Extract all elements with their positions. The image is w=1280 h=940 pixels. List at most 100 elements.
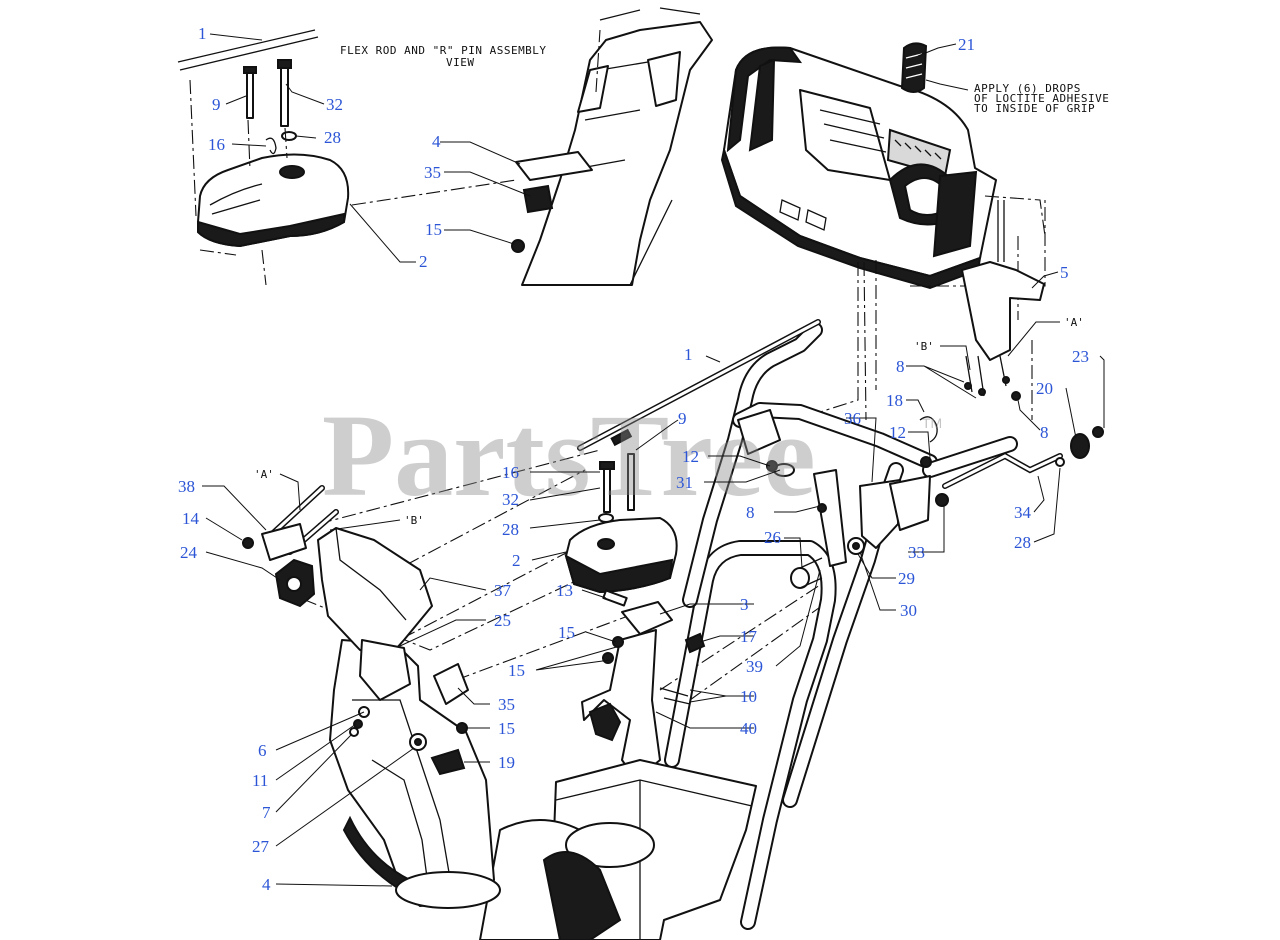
callout-8-b[interactable]: 8 bbox=[1040, 423, 1049, 442]
spring-18[interactable] bbox=[919, 416, 938, 443]
chute-deflector-37[interactable] bbox=[317, 527, 433, 661]
bracket-4-inset[interactable] bbox=[515, 151, 593, 181]
washer-28-right[interactable] bbox=[1055, 457, 1065, 467]
ref-a-left: 'A' bbox=[254, 468, 274, 481]
callout-31[interactable]: 31 bbox=[676, 473, 693, 492]
chute-tower-inset bbox=[521, 21, 713, 286]
bolt-8-right[interactable] bbox=[1011, 391, 1021, 401]
plate-19[interactable] bbox=[430, 748, 466, 776]
nut-33[interactable] bbox=[935, 493, 949, 507]
r-pin-16-inset[interactable] bbox=[265, 137, 277, 155]
grip-21[interactable] bbox=[900, 42, 928, 93]
callout-15-b[interactable]: 15 bbox=[508, 661, 525, 680]
callout-9-inset[interactable]: 9 bbox=[212, 95, 221, 114]
bracket-29[interactable] bbox=[889, 475, 931, 531]
callout-35[interactable]: 35 bbox=[498, 695, 515, 714]
callout-18[interactable]: 18 bbox=[886, 391, 903, 410]
callout-25[interactable]: 25 bbox=[494, 611, 511, 630]
callout-30[interactable]: 30 bbox=[900, 601, 917, 620]
watermark-text: PartsTree bbox=[322, 390, 816, 521]
clip-35-inset[interactable] bbox=[522, 184, 554, 214]
bolt-9[interactable] bbox=[627, 453, 635, 511]
callout-12-b[interactable]: 12 bbox=[682, 447, 699, 466]
callout-29[interactable]: 29 bbox=[898, 569, 915, 588]
callout-15-inset[interactable]: 15 bbox=[425, 220, 442, 239]
callout-36[interactable]: 36 bbox=[844, 409, 861, 428]
callout-26[interactable]: 26 bbox=[764, 528, 781, 547]
callout-12-a[interactable]: 12 bbox=[889, 423, 906, 442]
callout-32[interactable]: 32 bbox=[502, 490, 519, 509]
callout-21[interactable]: 21 bbox=[958, 35, 975, 54]
leader-lines bbox=[202, 33, 1105, 887]
handle-bracket-left[interactable] bbox=[737, 409, 781, 455]
crank-knob-20[interactable] bbox=[1070, 433, 1090, 459]
callout-8-a[interactable]: 8 bbox=[896, 357, 905, 376]
callout-4-inset[interactable]: 4 bbox=[432, 132, 441, 151]
callout-39[interactable]: 39 bbox=[746, 657, 763, 676]
nut-14[interactable] bbox=[242, 537, 254, 549]
nut-15-c[interactable] bbox=[456, 722, 468, 734]
handle-frame bbox=[577, 200, 1104, 930]
callout-37[interactable]: 37 bbox=[494, 581, 512, 600]
callout-28-right[interactable]: 28 bbox=[1014, 533, 1031, 552]
bolt-9-inset[interactable] bbox=[246, 69, 254, 119]
bracket-36[interactable] bbox=[859, 479, 901, 549]
callout-11[interactable]: 11 bbox=[252, 771, 268, 790]
callout-14[interactable]: 14 bbox=[182, 509, 200, 528]
clip-17[interactable] bbox=[684, 632, 706, 654]
callout-28-inset[interactable]: 28 bbox=[324, 128, 341, 147]
ref-a-top: 'A' bbox=[1064, 316, 1084, 329]
callout-15-c[interactable]: 15 bbox=[498, 719, 515, 738]
callout-33[interactable]: 33 bbox=[908, 543, 925, 562]
callout-16[interactable]: 16 bbox=[502, 463, 519, 482]
callout-38[interactable]: 38 bbox=[178, 477, 195, 496]
callout-20[interactable]: 20 bbox=[1036, 379, 1053, 398]
callout-23[interactable]: 23 bbox=[1072, 347, 1089, 366]
callout-28[interactable]: 28 bbox=[502, 520, 519, 539]
callout-15-a[interactable]: 15 bbox=[558, 623, 575, 642]
callout-17[interactable]: 17 bbox=[740, 627, 758, 646]
callout-3[interactable]: 3 bbox=[740, 595, 749, 614]
bolt-32-inset[interactable] bbox=[280, 61, 289, 127]
callout-35-inset[interactable]: 35 bbox=[424, 163, 441, 182]
discharge-chute[interactable] bbox=[329, 639, 495, 907]
callout-5[interactable]: 5 bbox=[1060, 263, 1069, 282]
bracket-38[interactable] bbox=[261, 523, 307, 561]
callout-10[interactable]: 10 bbox=[740, 687, 757, 706]
hinge-25[interactable] bbox=[359, 639, 411, 701]
callout-2-inset[interactable]: 2 bbox=[419, 252, 428, 271]
nut-15-inset[interactable] bbox=[511, 239, 525, 253]
callout-7[interactable]: 7 bbox=[262, 803, 271, 822]
callout-2[interactable]: 2 bbox=[512, 551, 521, 570]
clip-35[interactable] bbox=[433, 663, 469, 705]
callout-4[interactable]: 4 bbox=[262, 875, 271, 894]
callout-16-inset[interactable]: 16 bbox=[208, 135, 225, 154]
bracket-3[interactable] bbox=[621, 601, 673, 635]
callout-1-inset[interactable]: 1 bbox=[198, 24, 207, 43]
callout-27[interactable]: 27 bbox=[252, 837, 270, 856]
flex-rod-inset[interactable] bbox=[177, 29, 319, 71]
callout-32-inset[interactable]: 32 bbox=[326, 95, 343, 114]
callout-24[interactable]: 24 bbox=[180, 543, 198, 562]
callout-34[interactable]: 34 bbox=[1014, 503, 1032, 522]
nut-23[interactable] bbox=[1092, 426, 1104, 438]
callout-19[interactable]: 19 bbox=[498, 753, 515, 772]
bolt-8-left[interactable] bbox=[817, 503, 827, 513]
callout-6[interactable]: 6 bbox=[258, 741, 267, 760]
nut-12-right[interactable] bbox=[920, 456, 932, 468]
washer-11[interactable] bbox=[353, 719, 363, 729]
nut-15-b[interactable] bbox=[602, 652, 614, 664]
bolts-10[interactable] bbox=[659, 687, 691, 705]
chute-support-40[interactable] bbox=[581, 629, 661, 781]
washer-28-inset[interactable] bbox=[281, 131, 297, 141]
lever-39[interactable] bbox=[813, 469, 847, 567]
callout-1[interactable]: 1 bbox=[684, 345, 693, 364]
nut-12-left[interactable] bbox=[766, 460, 778, 472]
callout-9[interactable]: 9 bbox=[678, 409, 687, 428]
callout-13[interactable]: 13 bbox=[556, 581, 573, 600]
shift-bracket-5[interactable] bbox=[961, 261, 1045, 361]
adhesive-note-line3: TO INSIDE OF GRIP bbox=[974, 102, 1095, 115]
callout-8-c[interactable]: 8 bbox=[746, 503, 755, 522]
callout-40[interactable]: 40 bbox=[740, 719, 757, 738]
pin-13[interactable] bbox=[602, 589, 628, 607]
